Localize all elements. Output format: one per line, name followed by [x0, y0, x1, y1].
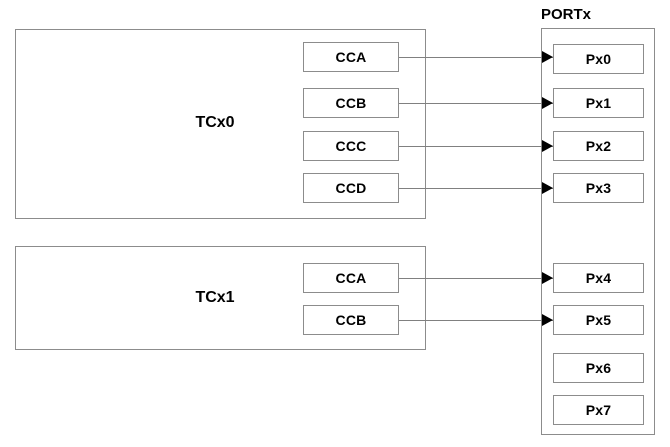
- channel-cell-tcx0-ccd[interactable]: CCD: [303, 173, 399, 203]
- port-pin-px5[interactable]: Px5: [553, 305, 644, 335]
- timer-block-tcx1-label: TCx1: [195, 289, 235, 306]
- connector-wire-tcx0-cca-px0: [399, 57, 553, 58]
- channel-cell-tcx0-ccb[interactable]: CCB: [303, 88, 399, 118]
- connector-arrowhead-px3: [542, 182, 553, 194]
- port-block-label: PORTx: [541, 5, 592, 23]
- port-pin-px4[interactable]: Px4: [553, 263, 644, 293]
- connector-arrowhead-px1: [542, 97, 553, 109]
- connector-wire-tcx0-ccd-px3: [399, 188, 553, 189]
- channel-cell-tcx0-cca[interactable]: CCA: [303, 42, 399, 72]
- channel-cell-tcx1-ccb[interactable]: CCB: [303, 305, 399, 335]
- channel-cell-tcx1-cca[interactable]: CCA: [303, 263, 399, 293]
- port-pin-px7[interactable]: Px7: [553, 395, 644, 425]
- connector-wire-tcx0-ccc-px2: [399, 146, 553, 147]
- port-pin-px0[interactable]: Px0: [553, 44, 644, 74]
- connector-wire-tcx1-cca-px4: [399, 278, 553, 279]
- timer-block-tcx0-label: TCx0: [195, 114, 235, 131]
- connector-wire-tcx0-ccb-px1: [399, 103, 553, 104]
- connector-arrowhead-px2: [542, 140, 553, 152]
- port-pin-px3[interactable]: Px3: [553, 173, 644, 203]
- port-pin-px2[interactable]: Px2: [553, 131, 644, 161]
- connector-wire-tcx1-ccb-px5: [399, 320, 553, 321]
- port-pin-px6[interactable]: Px6: [553, 353, 644, 383]
- port-pin-px1[interactable]: Px1: [553, 88, 644, 118]
- connector-arrowhead-px5: [542, 314, 553, 326]
- connector-arrowhead-px4: [542, 272, 553, 284]
- channel-cell-tcx0-ccc[interactable]: CCC: [303, 131, 399, 161]
- connector-arrowhead-px0: [542, 51, 553, 63]
